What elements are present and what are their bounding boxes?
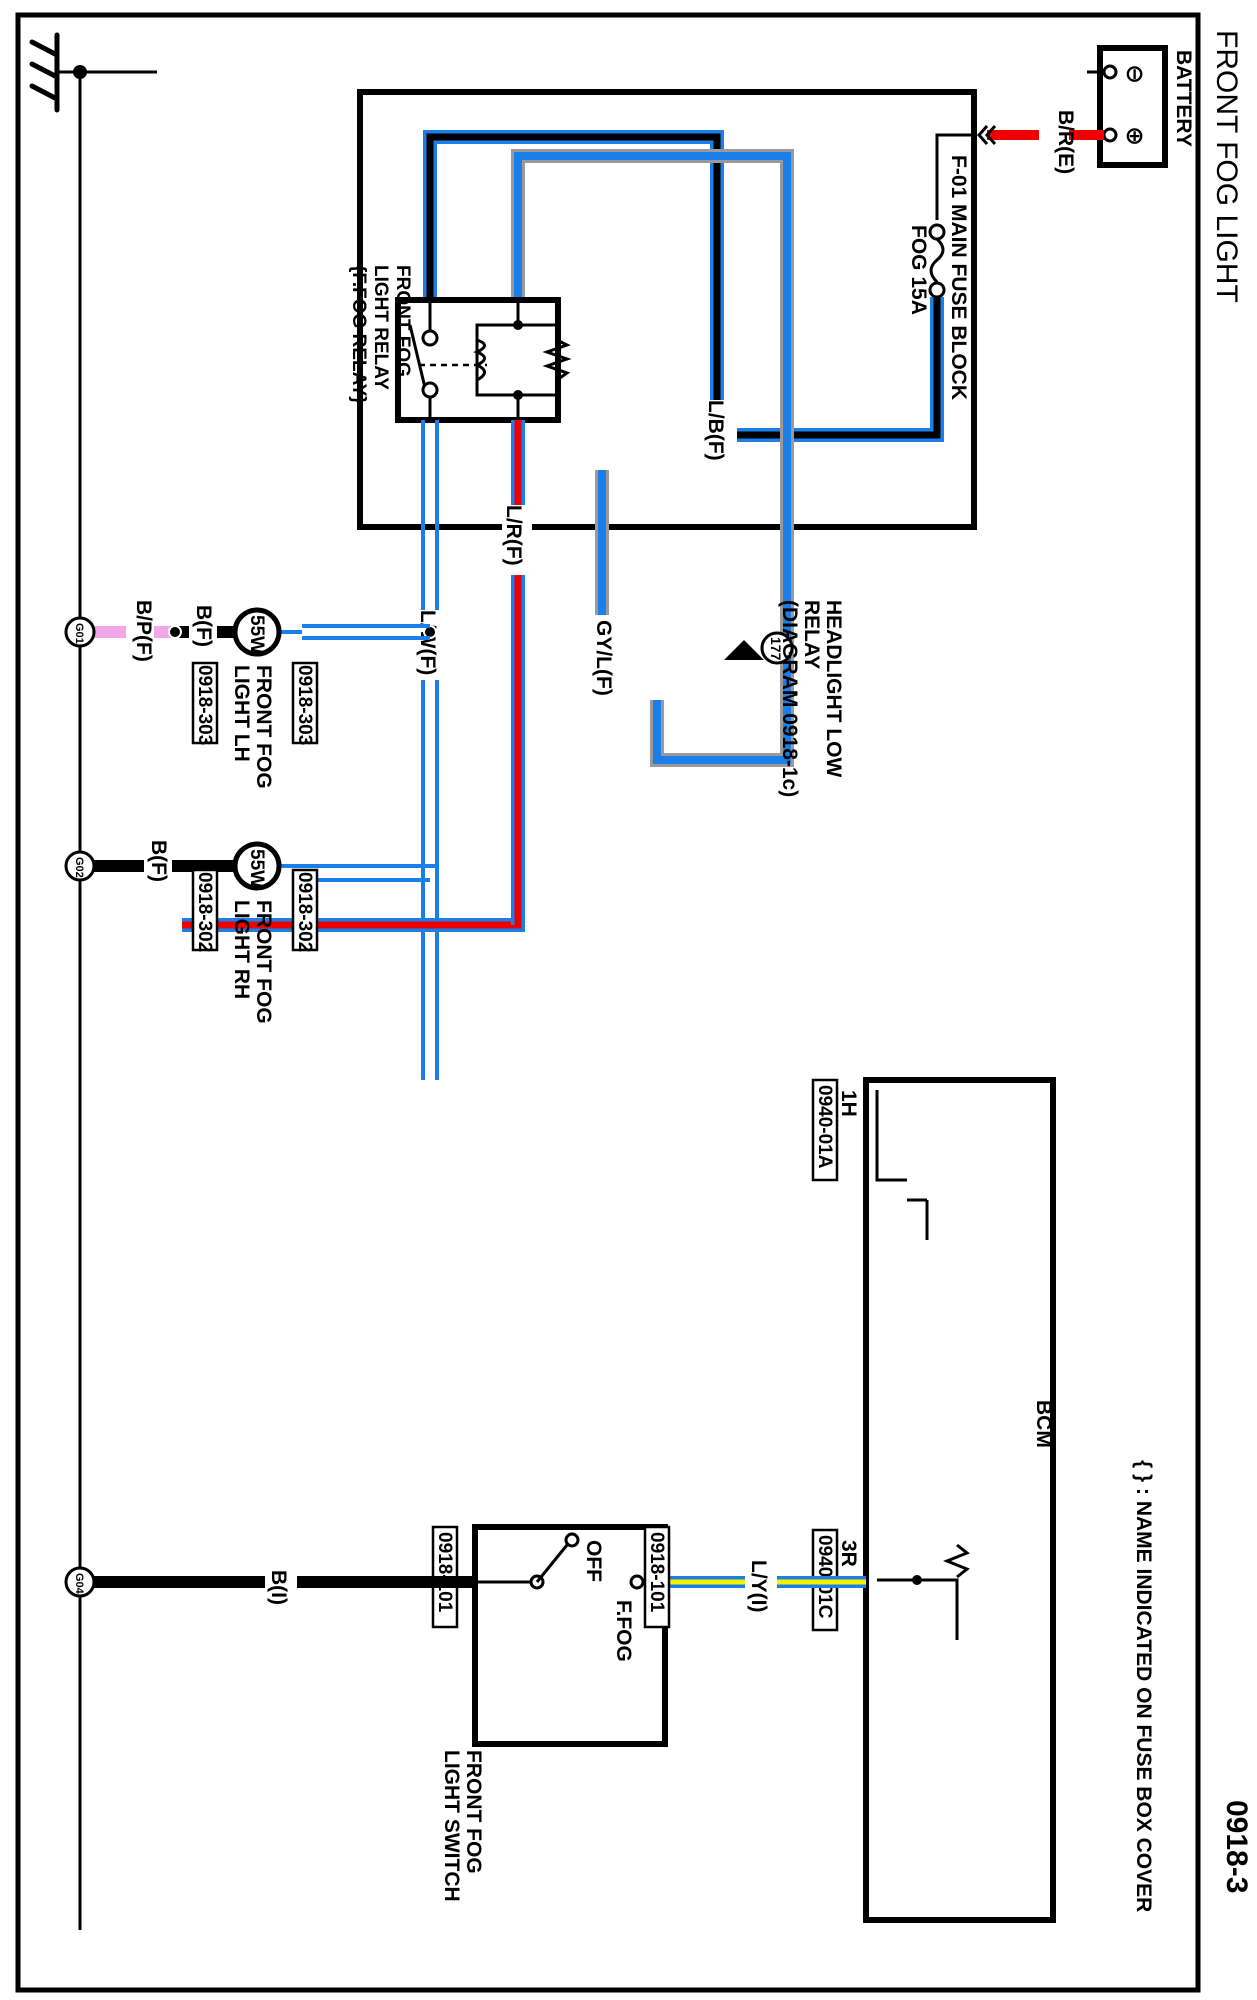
battery: BATTERY ⊖ ⊕ bbox=[1097, 45, 1195, 168]
wire-label-switch-ground: B(I) bbox=[267, 1570, 290, 1605]
switch-label-1: FRONT FOG bbox=[462, 1750, 485, 1874]
switch-lever-icon bbox=[535, 1544, 569, 1583]
switch-pos-on: F.FOG bbox=[612, 1600, 635, 1662]
headlight-relay-label-1: HEADLIGHT LOW bbox=[822, 600, 845, 777]
rh-ground: G02 bbox=[73, 857, 85, 878]
bcm-connector-1h: 0940-01A bbox=[814, 1085, 835, 1169]
relay-label-3: {F.FOG RELAY} bbox=[348, 265, 369, 404]
fog-light-rh: 55W B(F) 0918-302 0918-302 FRONT FOG LIG… bbox=[64, 840, 319, 1024]
lh-wattage: 55W bbox=[246, 615, 267, 654]
headlight-relay-label-3: (DIAGRAM 0918-1c) bbox=[778, 600, 801, 797]
main-fuse-block: F-01 MAIN FUSE BLOCK FOG 15A L/B(F) bbox=[348, 89, 977, 767]
ground-lh-icon bbox=[64, 616, 96, 648]
fog-relay bbox=[395, 297, 572, 423]
rh-connector-in: 0918-302 bbox=[294, 872, 315, 952]
wire-label-relay-coil-bcm: L/R(F) bbox=[502, 505, 525, 566]
bcm-resistor-icon bbox=[942, 1543, 970, 1579]
diagram-title: FRONT FOG LIGHT bbox=[1210, 30, 1243, 303]
wire-headlight-relay: GY/L(F) 177 HEADLIGHT LOW RELAY (DIAGRAM… bbox=[585, 470, 845, 797]
wire-label-fuse-to-relay: L/B(F) bbox=[704, 400, 727, 461]
relay-label-2: LIGHT RELAY bbox=[370, 265, 391, 390]
wire-label-lh-ground-a: B(F) bbox=[192, 605, 215, 647]
diagram-rotated-layer: FRONT FOG LIGHT 0918-3 { } : NAME INDICA… bbox=[15, 12, 1253, 1993]
wire-relay-out: L/W(F) bbox=[302, 420, 447, 1080]
wire-label-relay-out: L/W(F) bbox=[416, 610, 439, 675]
chassis-ground-icon bbox=[29, 32, 80, 113]
wire-label-lh-ground-b: B/P(F) bbox=[132, 600, 155, 662]
ground-bus bbox=[29, 32, 157, 1930]
wire-label-rh-ground: B(F) bbox=[147, 840, 170, 882]
relay-resistor-icon bbox=[542, 338, 572, 382]
page-number: 0918-3 bbox=[1220, 1800, 1253, 1893]
ground-switch-icon bbox=[64, 1566, 96, 1598]
fuse-icon bbox=[928, 223, 946, 299]
wire-label-headlight-relay: GY/L(F) bbox=[592, 620, 615, 696]
lh-label-2: LIGHT LH bbox=[230, 665, 253, 762]
switch-pos-off: OFF bbox=[582, 1540, 605, 1582]
wire-label-battery-feed: B/R(E) bbox=[1054, 110, 1077, 174]
wire-switch-ground: B(I) G04 bbox=[64, 1566, 475, 1605]
rh-wattage: 55W bbox=[246, 849, 267, 888]
switch-ground: G04 bbox=[73, 1573, 85, 1595]
fog-switch: F.FOG OFF 0918-101 0918-101 FRONT FOG LI… bbox=[431, 1524, 671, 1902]
wire-battery-feed: B/R(E) bbox=[976, 110, 1104, 174]
switch-label-2: LIGHT SWITCH bbox=[440, 1750, 463, 1902]
bcm-pin-1h: 1H bbox=[837, 1090, 860, 1117]
connector-arrow-icon bbox=[724, 640, 764, 660]
rh-connector-out: 0918-302 bbox=[194, 872, 215, 952]
fuse-box-note: { } : NAME INDICATED ON FUSE BOX COVER bbox=[1132, 1460, 1155, 1912]
battery-label: BATTERY bbox=[1172, 50, 1195, 147]
wire-switch-bcm: L/Y(I) bbox=[667, 1560, 866, 1613]
battery-negative-icon: ⊖ bbox=[1121, 64, 1148, 84]
headlight-relay-label-2: RELAY bbox=[800, 600, 823, 669]
lh-connector-in: 0918-303 bbox=[294, 665, 315, 745]
fog-light-lh: 55W B(F) B/P(F) 0918-303 0918-303 FRONT … bbox=[64, 600, 319, 789]
ref-circle-icon bbox=[760, 631, 794, 665]
battery-positive-icon: ⊕ bbox=[1121, 126, 1148, 146]
switch-connector-a: 0918-101 bbox=[434, 1532, 455, 1613]
bcm-pin-3r: 3R bbox=[837, 1540, 860, 1567]
headlight-relay-ref: 177 bbox=[768, 637, 784, 661]
bcm-label: BCM bbox=[1032, 1400, 1055, 1448]
relay-coil-icon bbox=[473, 338, 486, 382]
lh-connector-out: 0918-303 bbox=[194, 665, 215, 745]
ground-rh-icon bbox=[64, 850, 96, 882]
rh-label-1: FRONT FOG bbox=[252, 900, 275, 1024]
page-border bbox=[15, 12, 1201, 1993]
rh-label-2: LIGHT RH bbox=[230, 900, 253, 999]
fuse-label: FOG 15A bbox=[907, 225, 930, 315]
bcm-transistor-icon bbox=[875, 1090, 907, 1182]
switch-connector-b: 0918-101 bbox=[646, 1532, 667, 1613]
lh-label-1: FRONT FOG bbox=[252, 665, 275, 789]
wire-label-switch-bcm: L/Y(I) bbox=[747, 1560, 770, 1613]
relay-label-1: FRONT FOG bbox=[392, 265, 413, 377]
lh-ground: G01 bbox=[73, 623, 85, 644]
fuse-block-label: F-01 MAIN FUSE BLOCK bbox=[947, 155, 970, 400]
